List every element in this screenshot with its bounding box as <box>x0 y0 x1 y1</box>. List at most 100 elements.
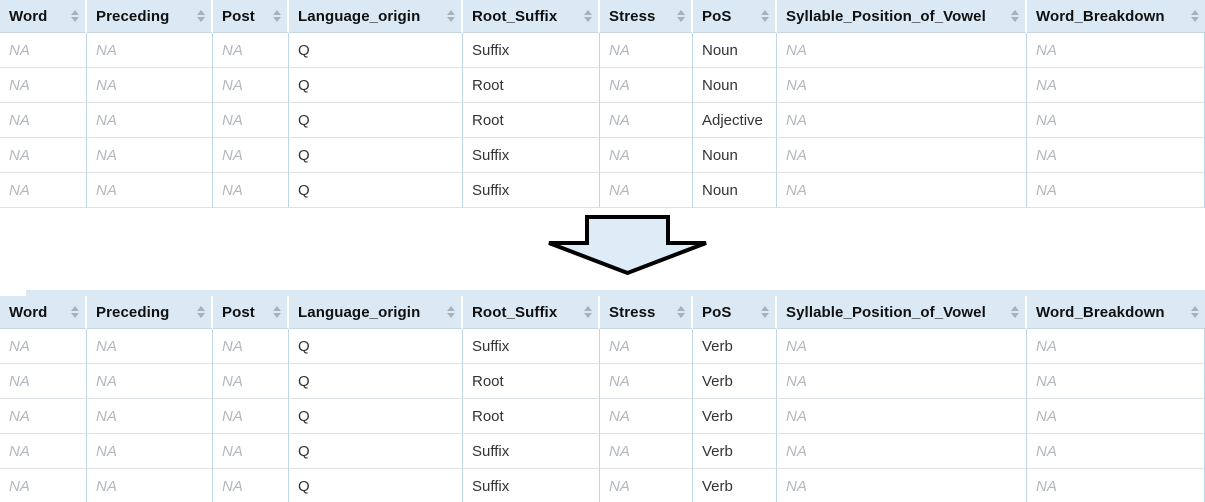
value-cell: Root <box>463 399 600 434</box>
column-header-pos[interactable]: PoS <box>693 296 777 329</box>
sort-up-triangle <box>273 10 281 15</box>
sort-down-triangle <box>1191 17 1199 22</box>
sort-arrows-icon[interactable] <box>1011 306 1019 318</box>
na-cell: NA <box>213 68 289 103</box>
column-header-word[interactable]: Word <box>0 0 87 33</box>
sort-arrows-icon[interactable] <box>584 306 592 318</box>
sort-arrows-icon[interactable] <box>1011 10 1019 22</box>
column-header-post[interactable]: Post <box>213 296 289 329</box>
sort-up-triangle <box>1191 306 1199 311</box>
value-cell: Q <box>289 399 463 434</box>
value-cell: Q <box>289 329 463 364</box>
na-cell: NA <box>600 103 693 138</box>
sort-arrows-icon[interactable] <box>761 306 769 318</box>
sort-arrows-icon[interactable] <box>447 306 455 318</box>
na-cell: NA <box>777 469 1027 502</box>
value-cell: Root <box>463 68 600 103</box>
column-header-preceding[interactable]: Preceding <box>87 296 213 329</box>
column-header-pos[interactable]: PoS <box>693 0 777 33</box>
column-header-label: Root_Suffix <box>472 7 558 25</box>
sort-up-triangle <box>1011 10 1019 15</box>
na-cell: NA <box>777 33 1027 68</box>
column-header-label: Post <box>222 303 255 321</box>
sort-down-triangle <box>447 17 455 22</box>
sort-down-triangle <box>584 17 592 22</box>
column-header-word[interactable]: Word <box>0 296 87 329</box>
column-header-root_suffix[interactable]: Root_Suffix <box>463 296 600 329</box>
na-cell: NA <box>1027 138 1205 173</box>
down-block-arrow <box>546 214 709 277</box>
na-cell: NA <box>87 103 213 138</box>
column-header-syllable_position_of_vowel[interactable]: Syllable_Position_of_Vowel <box>777 296 1027 329</box>
na-cell: NA <box>213 103 289 138</box>
na-cell: NA <box>213 399 289 434</box>
sort-arrows-icon[interactable] <box>197 306 205 318</box>
column-header-preceding[interactable]: Preceding <box>87 0 213 33</box>
sort-arrows-icon[interactable] <box>584 10 592 22</box>
na-cell: NA <box>600 138 693 173</box>
na-cell: NA <box>213 329 289 364</box>
column-header-language_origin[interactable]: Language_origin <box>289 0 463 33</box>
column-header-label: Language_origin <box>298 7 421 25</box>
sort-arrows-icon[interactable] <box>1191 10 1199 22</box>
column-header-stress[interactable]: Stress <box>600 296 693 329</box>
na-cell: NA <box>213 138 289 173</box>
sort-down-triangle <box>761 313 769 318</box>
value-cell: Q <box>289 469 463 502</box>
value-cell: Verb <box>693 329 777 364</box>
value-cell: Root <box>463 103 600 138</box>
na-cell: NA <box>777 68 1027 103</box>
na-cell: NA <box>213 173 289 208</box>
column-header-word_breakdown[interactable]: Word_Breakdown <box>1027 296 1205 329</box>
na-cell: NA <box>213 33 289 68</box>
column-header-syllable_position_of_vowel[interactable]: Syllable_Position_of_Vowel <box>777 0 1027 33</box>
column-header-word_breakdown[interactable]: Word_Breakdown <box>1027 0 1205 33</box>
sort-up-triangle <box>584 10 592 15</box>
sort-arrows-icon[interactable] <box>447 10 455 22</box>
value-cell: Suffix <box>463 173 600 208</box>
sort-arrows-icon[interactable] <box>677 306 685 318</box>
sort-arrows-icon[interactable] <box>1191 306 1199 318</box>
sort-up-triangle <box>197 10 205 15</box>
column-header-label: Syllable_Position_of_Vowel <box>786 7 986 25</box>
sort-arrows-icon[interactable] <box>197 10 205 22</box>
sort-down-triangle <box>71 313 79 318</box>
na-cell: NA <box>213 434 289 469</box>
sort-arrows-icon[interactable] <box>71 306 79 318</box>
na-cell: NA <box>600 329 693 364</box>
value-cell: Q <box>289 434 463 469</box>
sort-up-triangle <box>273 306 281 311</box>
value-cell: Suffix <box>463 138 600 173</box>
column-header-label: Stress <box>609 7 656 25</box>
na-cell: NA <box>600 399 693 434</box>
value-cell: Noun <box>693 33 777 68</box>
sort-up-triangle <box>71 10 79 15</box>
na-cell: NA <box>600 173 693 208</box>
na-cell: NA <box>777 364 1027 399</box>
na-cell: NA <box>600 434 693 469</box>
sort-arrows-icon[interactable] <box>273 10 281 22</box>
na-cell: NA <box>777 434 1027 469</box>
column-header-post[interactable]: Post <box>213 0 289 33</box>
sort-arrows-icon[interactable] <box>71 10 79 22</box>
value-cell: Suffix <box>463 469 600 502</box>
sort-arrows-icon[interactable] <box>761 10 769 22</box>
sort-arrows-icon[interactable] <box>677 10 685 22</box>
sort-up-triangle <box>761 306 769 311</box>
sort-up-triangle <box>677 10 685 15</box>
sort-arrows-icon[interactable] <box>273 306 281 318</box>
na-cell: NA <box>777 329 1027 364</box>
column-header-stress[interactable]: Stress <box>600 0 693 33</box>
column-header-label: Language_origin <box>298 303 421 321</box>
na-cell: NA <box>1027 68 1205 103</box>
value-cell: Verb <box>693 469 777 502</box>
sort-down-triangle <box>273 17 281 22</box>
column-header-root_suffix[interactable]: Root_Suffix <box>463 0 600 33</box>
column-header-language_origin[interactable]: Language_origin <box>289 296 463 329</box>
sort-down-triangle <box>761 17 769 22</box>
sort-down-triangle <box>197 313 205 318</box>
